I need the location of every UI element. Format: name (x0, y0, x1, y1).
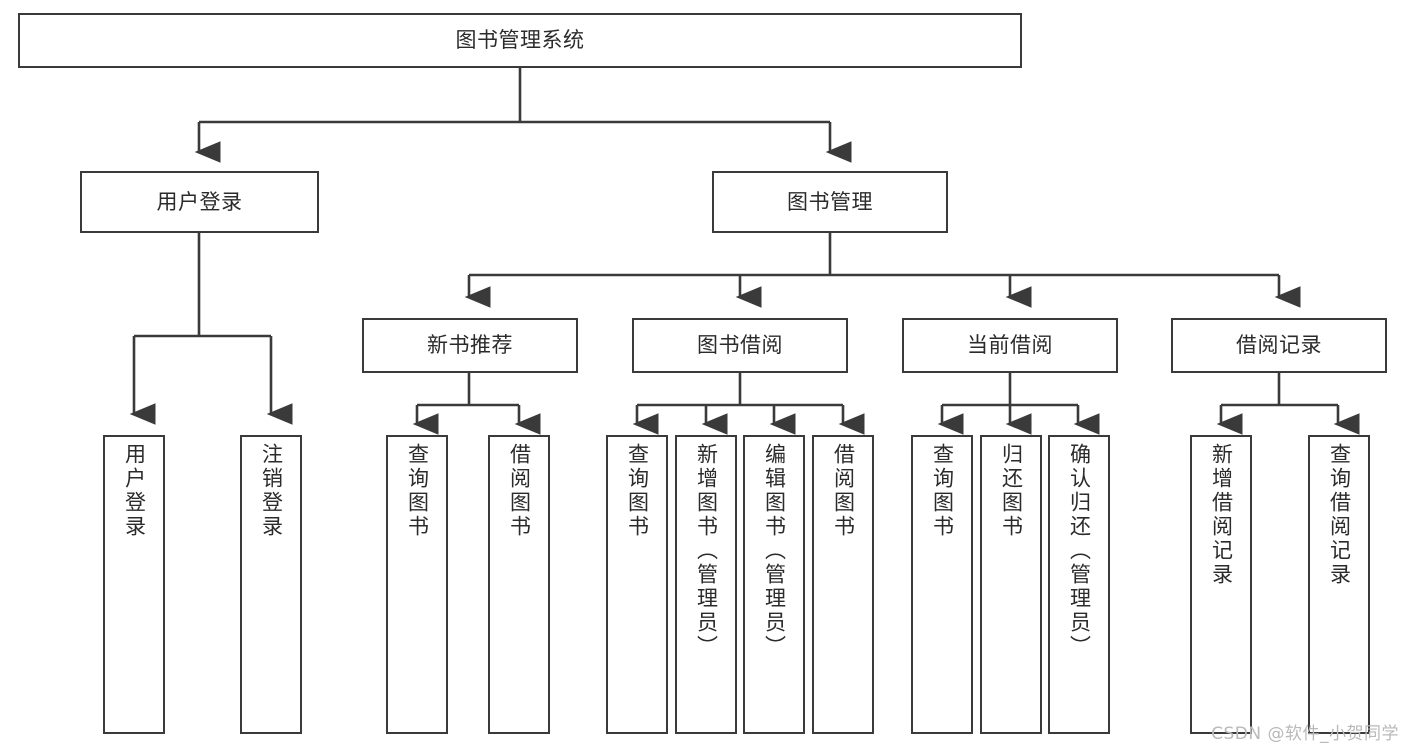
node-leaf-borrow-book-1[interactable]: 借阅图书 (488, 435, 550, 734)
node-leaf-return-book[interactable]: 归还图书 (980, 435, 1042, 734)
node-leaf-query-record[interactable]: 查询借阅记录 (1308, 435, 1370, 734)
node-book-management[interactable]: 图书管理 (712, 171, 948, 233)
node-label: 查询借阅记录 (1327, 443, 1352, 587)
node-label: 查询图书 (405, 443, 430, 539)
node-leaf-edit-book[interactable]: 编辑图书（管理员） (743, 435, 805, 734)
node-current-borrow[interactable]: 当前借阅 (902, 318, 1118, 373)
node-book-borrow[interactable]: 图书借阅 (632, 318, 848, 373)
node-leaf-user-login[interactable]: 用户登录 (103, 435, 165, 734)
node-label: 借阅记录 (1236, 333, 1322, 358)
node-new-book-recommend[interactable]: 新书推荐 (362, 318, 578, 373)
node-borrow-record[interactable]: 借阅记录 (1171, 318, 1387, 373)
node-leaf-add-book[interactable]: 新增图书（管理员） (675, 435, 737, 734)
node-label: 借阅图书 (831, 443, 856, 539)
node-label: 图书管理系统 (455, 28, 585, 53)
node-label: 图书管理 (787, 189, 873, 214)
node-label: 编辑图书（管理员） (762, 443, 787, 659)
node-label: 查询图书 (930, 443, 955, 539)
node-label: 确认归还（管理员） (1067, 443, 1092, 659)
node-label: 归还图书 (999, 443, 1024, 539)
node-label: 用户登录 (122, 443, 147, 539)
node-leaf-add-record[interactable]: 新增借阅记录 (1190, 435, 1252, 734)
node-leaf-query-book-2[interactable]: 查询图书 (606, 435, 668, 734)
node-leaf-query-book-1[interactable]: 查询图书 (386, 435, 448, 734)
node-leaf-query-book-3[interactable]: 查询图书 (911, 435, 973, 734)
node-root-system[interactable]: 图书管理系统 (18, 13, 1022, 68)
node-user-login[interactable]: 用户登录 (80, 171, 319, 233)
node-leaf-borrow-book-2[interactable]: 借阅图书 (812, 435, 874, 734)
node-label: 借阅图书 (507, 443, 532, 539)
node-label: 新增图书（管理员） (694, 443, 719, 659)
node-label: 新增借阅记录 (1209, 443, 1234, 587)
node-label: 新书推荐 (427, 333, 513, 358)
node-label: 用户登录 (156, 189, 243, 214)
node-label: 注销登录 (259, 443, 284, 539)
node-leaf-confirm-return[interactable]: 确认归还（管理员） (1048, 435, 1110, 734)
node-label: 查询图书 (625, 443, 650, 539)
node-leaf-logout-login[interactable]: 注销登录 (240, 435, 302, 734)
csdn-watermark: CSDN @软件_小贺同学 (1211, 724, 1399, 744)
node-label: 图书借阅 (697, 333, 783, 358)
node-label: 当前借阅 (967, 333, 1053, 358)
